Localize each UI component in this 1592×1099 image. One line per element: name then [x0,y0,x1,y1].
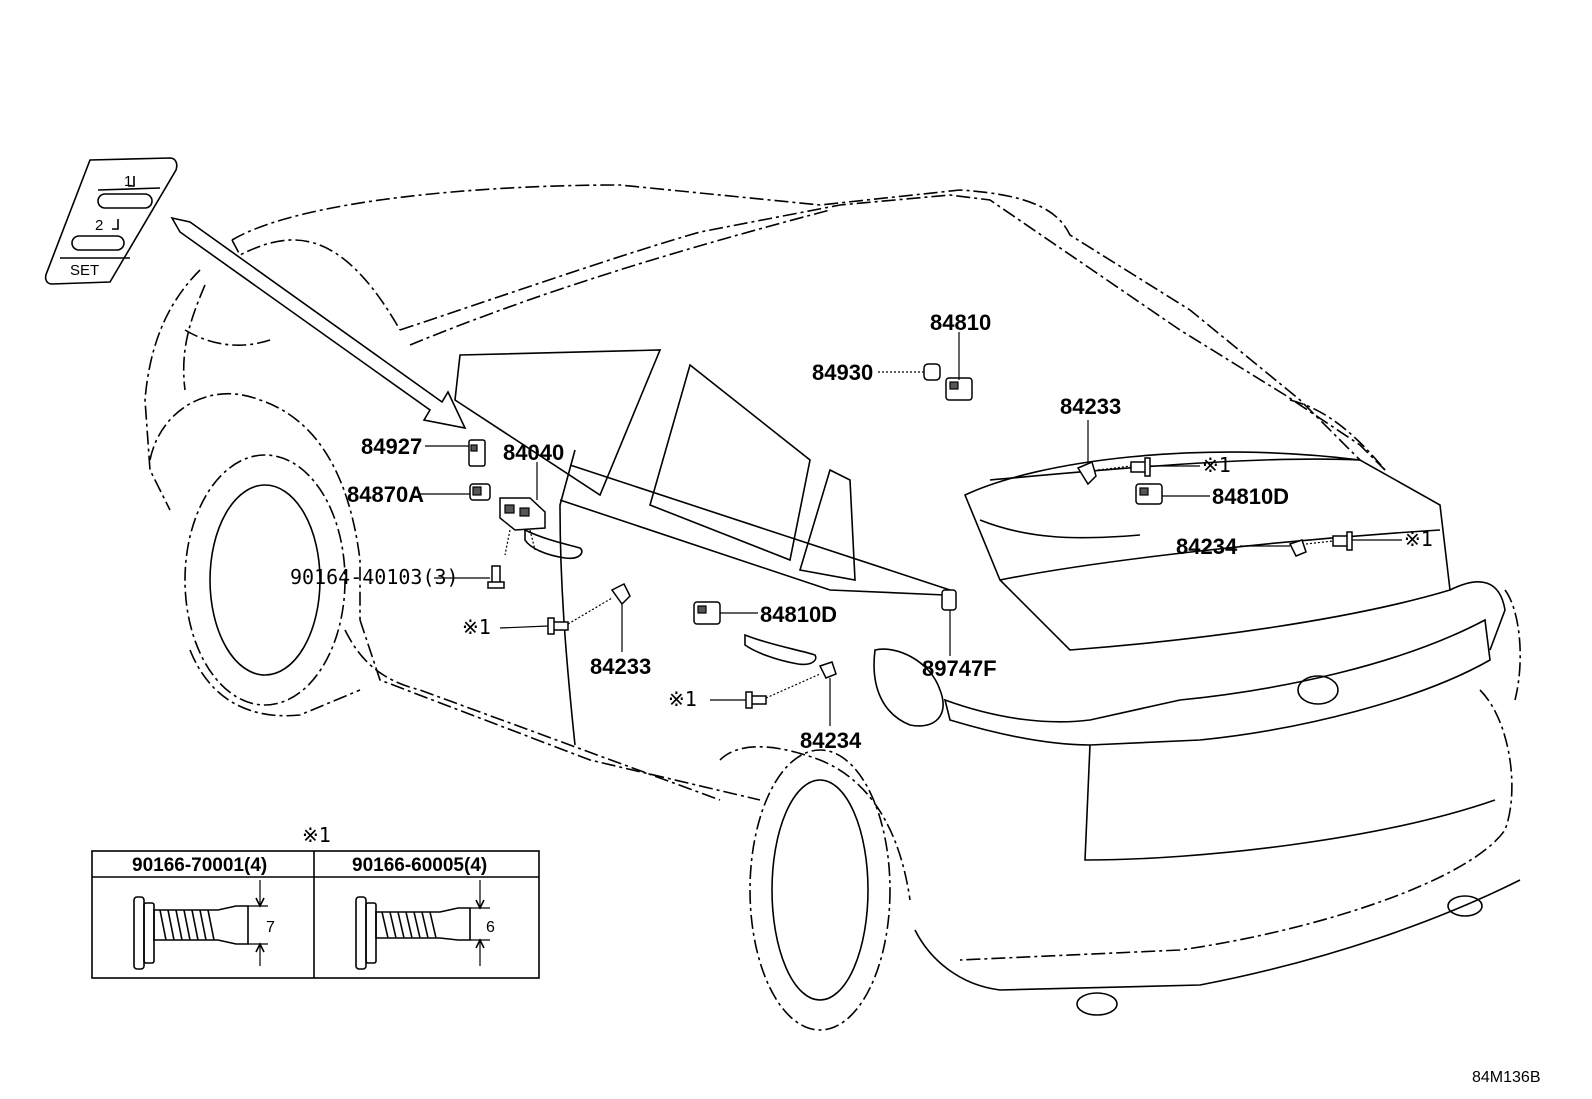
leader-lines [420,332,1402,726]
label-84927: 84927 [361,434,422,459]
callout-labels: 84810 84930 84233 ※1 84810D 84234 ※1 849… [290,310,1433,753]
seat-icon-1 [128,176,135,187]
screw-right-1-icon [1130,457,1151,477]
label-90164-40103: 90164-40103(3) [290,565,459,589]
part-90164-icon [487,565,505,589]
pointer-arrow [170,216,467,430]
figure-code: 84M136B [1472,1069,1541,1086]
mark-left-2: ※1 [668,687,697,711]
part-89747F-icon [941,589,957,611]
part-84930-icon [923,363,941,381]
screw-60005-drawing: 6 [355,880,495,970]
table-header-col1: 90166-70001(4) [132,855,267,876]
memory-button-1 [97,193,153,209]
memory-button-2 [71,235,125,251]
label-84810D-mid: 84810D [760,602,837,627]
mark-right-1: ※1 [1202,453,1231,477]
table-header-col2: 90166-60005(4) [352,855,487,876]
label-84930: 84930 [812,360,873,385]
label-84870A: 84870A [347,482,424,507]
label-84234-mid: 84234 [800,728,862,753]
label-89747F: 89747F [922,656,997,681]
screw-70001-drawing: 7 [133,880,275,970]
screw-spec-table: ※1 90166-70001(4) 90166-60005(4) 7 6 [91,823,540,979]
memory-switch-panel: 1 2 SET [44,157,178,285]
vehicle-outline [144,184,1521,1031]
part-84234-mid-icon [818,661,837,679]
mark-right-2: ※1 [1404,527,1433,551]
label-84040: 84040 [503,440,564,465]
label-84810D-right: 84810D [1212,484,1289,509]
screw-60005-dim: 6 [486,919,495,936]
memory-2-label: 2 [95,217,103,234]
screw-left-2-icon [745,691,767,709]
label-84234-right: 84234 [1176,534,1238,559]
label-84233-right: 84233 [1060,394,1121,419]
part-84234-right-icon [1288,539,1307,557]
part-84233-mid-icon [610,582,631,606]
screw-right-2-icon [1332,531,1353,551]
part-symbols [468,363,1353,709]
seat-icon-2 [112,219,119,230]
screw-70001-dim: 7 [266,919,275,936]
label-84810: 84810 [930,310,991,335]
memory-1-label: 1 [124,173,132,190]
set-label: SET [70,262,99,279]
part-84233-right-icon [1076,460,1097,486]
label-84233-mid: 84233 [590,654,651,679]
part-84927-icon [468,439,486,467]
mark-left-1: ※1 [462,615,491,639]
screw-left-1-icon [547,617,569,635]
table-mark: ※1 [302,823,331,847]
